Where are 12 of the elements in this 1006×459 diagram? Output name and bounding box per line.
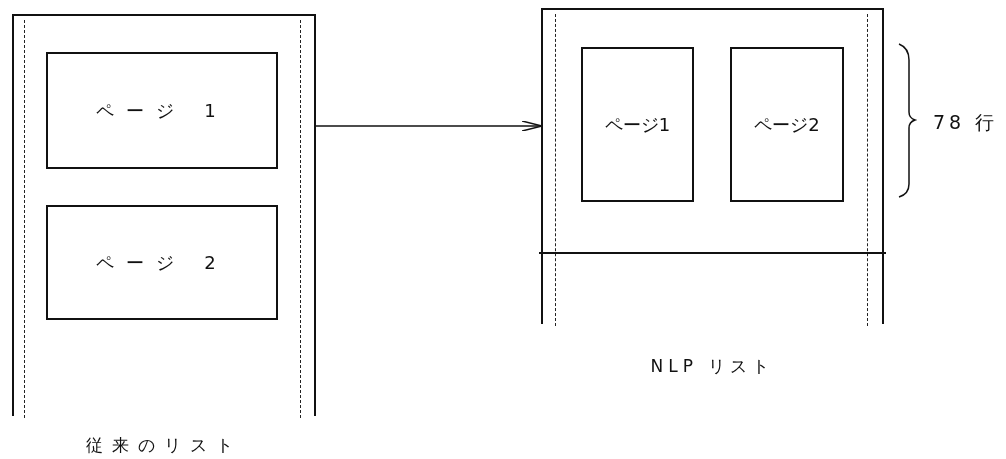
page-box <box>581 47 694 202</box>
page-box <box>730 47 844 202</box>
page-label: ページ 2 <box>96 250 228 275</box>
sheet-caption: 従来のリスト <box>85 434 243 457</box>
page-label: ページ1 <box>604 112 671 137</box>
sheet-caption: NLP リスト <box>649 355 776 378</box>
page-box <box>46 205 278 320</box>
page-box <box>46 52 278 169</box>
arrow <box>315 120 543 132</box>
page-label: ページ2 <box>754 112 820 137</box>
line-count-label: 78 行 <box>933 110 999 135</box>
page-label: ページ 1 <box>96 98 228 123</box>
